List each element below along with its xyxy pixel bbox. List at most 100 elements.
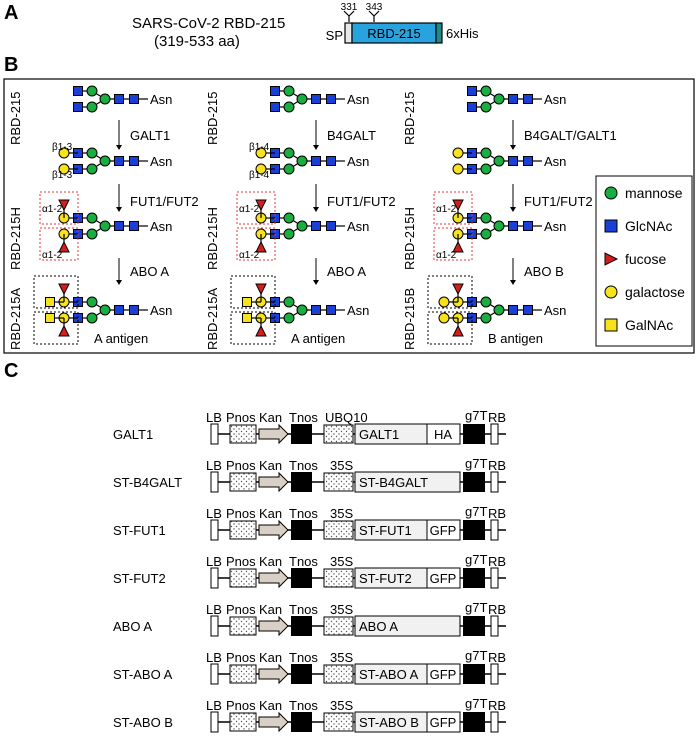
- legend-item-galnac: GalNAc: [604, 317, 673, 333]
- promoter-label: UBQ10: [325, 410, 368, 425]
- his-tag-segment: [435, 22, 443, 44]
- galactose-symbol: [58, 163, 70, 175]
- glycosite-331-label: 331: [341, 2, 358, 13]
- mannose-symbol: [296, 155, 308, 167]
- pnos-label: Pnos: [226, 650, 256, 665]
- sp-label: SP: [326, 28, 343, 43]
- galactose-icon: [604, 285, 618, 299]
- arrow-head: [313, 145, 319, 150]
- g7t-label: g7T: [465, 696, 487, 711]
- promoter-label: 35S: [330, 602, 353, 617]
- legend-label: GlcNAc: [625, 218, 672, 234]
- galnac-symbol: [242, 297, 252, 307]
- linkage-label: β1-3: [52, 142, 73, 153]
- linkage-label: α1-2: [239, 250, 260, 261]
- pnos-label: Pnos: [226, 410, 256, 425]
- gene-label: ABO A: [359, 619, 398, 634]
- asn-label: Asn: [347, 219, 369, 234]
- fucose-symbol: [58, 240, 70, 253]
- glcnac-symbol: [508, 94, 518, 104]
- kan-label: Kan: [259, 698, 282, 713]
- construct-name: ST-FUT2: [113, 571, 166, 586]
- lb-element: [210, 423, 219, 445]
- rb-label: RB: [488, 458, 506, 473]
- asn-label: Asn: [544, 303, 566, 318]
- rb-element: [490, 423, 499, 445]
- g7t-label: g7T: [465, 408, 487, 423]
- tnos-label: Tnos: [289, 554, 318, 569]
- mannose-symbol: [480, 296, 492, 308]
- his-tag-label: 6xHis: [446, 26, 479, 41]
- substrate-label: RBD-215: [8, 92, 23, 145]
- gene-element: [354, 615, 461, 637]
- antigen-label: B antigen: [488, 331, 543, 346]
- rb-element: [490, 471, 499, 493]
- glcnac-symbol: [326, 94, 336, 104]
- promoter-element: [323, 712, 354, 732]
- h-antigen-box: [433, 227, 473, 261]
- product-label: RBD-215H: [205, 207, 220, 270]
- tag-element: [426, 663, 461, 685]
- antigen-box: [230, 311, 276, 345]
- glcnac-symbol: [326, 156, 336, 166]
- enzyme-label: ABO B: [524, 264, 564, 279]
- lb-label: LB: [206, 602, 222, 617]
- mannose-symbol: [283, 212, 295, 224]
- legend-label: GalNAc: [625, 317, 673, 333]
- pnos-label: Pnos: [226, 602, 256, 617]
- tnos-label: Tnos: [289, 410, 318, 425]
- mannose-symbol: [493, 304, 505, 316]
- fucose-symbol: [255, 240, 267, 253]
- tnos-label: Tnos: [289, 458, 318, 473]
- pnos-label: Pnos: [226, 506, 256, 521]
- glycosite-331-marker: [343, 10, 355, 22]
- glcnac-symbol: [129, 221, 139, 231]
- glcnac-symbol: [270, 86, 280, 96]
- arrow-head: [116, 280, 122, 285]
- mannose-symbol: [86, 85, 98, 97]
- h-antigen-box: [236, 191, 276, 225]
- tnos-label: Tnos: [289, 506, 318, 521]
- kan-label: Kan: [259, 650, 282, 665]
- asn-label: Asn: [544, 154, 566, 169]
- glcnac-symbol: [467, 86, 477, 96]
- antigen-box: [33, 311, 79, 345]
- gene-element: [354, 471, 461, 493]
- mannose-symbol: [493, 93, 505, 105]
- galactose-symbol: [452, 163, 464, 175]
- linkage-label: β1-4: [249, 142, 270, 153]
- gene-label: ST-ABO B: [359, 715, 419, 730]
- fucose-symbol: [452, 199, 464, 212]
- fucose-symbol: [255, 324, 267, 337]
- promoter-label: 35S: [330, 458, 353, 473]
- lb-label: LB: [206, 698, 222, 713]
- arrow-head: [116, 145, 122, 150]
- tnos-label: Tnos: [289, 650, 318, 665]
- g7t-label: g7T: [465, 456, 487, 471]
- legend-box: [595, 175, 693, 347]
- pnos-element: [229, 472, 257, 492]
- tag-label: GFP: [430, 715, 457, 730]
- asn-label: Asn: [150, 219, 172, 234]
- kan-label: Kan: [259, 506, 282, 521]
- rb-label: RB: [488, 554, 506, 569]
- mannose-symbol: [296, 220, 308, 232]
- promoter-element: [323, 616, 354, 636]
- substrate-label: RBD-215: [205, 92, 220, 145]
- tag-label: GFP: [430, 667, 457, 682]
- glcnac-symbol: [311, 305, 321, 315]
- h-antigen-box: [39, 191, 79, 225]
- fucose-symbol: [255, 199, 267, 212]
- mannose-symbol: [99, 93, 111, 105]
- mannose-symbol: [493, 220, 505, 232]
- sp-segment: [344, 22, 353, 44]
- promoter-element: [323, 520, 354, 540]
- glcnac-icon: [604, 219, 618, 233]
- tag-element: [426, 711, 461, 733]
- glcnac-symbol: [114, 156, 124, 166]
- pnos-element: [229, 712, 257, 732]
- construct-name: ST-ABO B: [113, 715, 173, 730]
